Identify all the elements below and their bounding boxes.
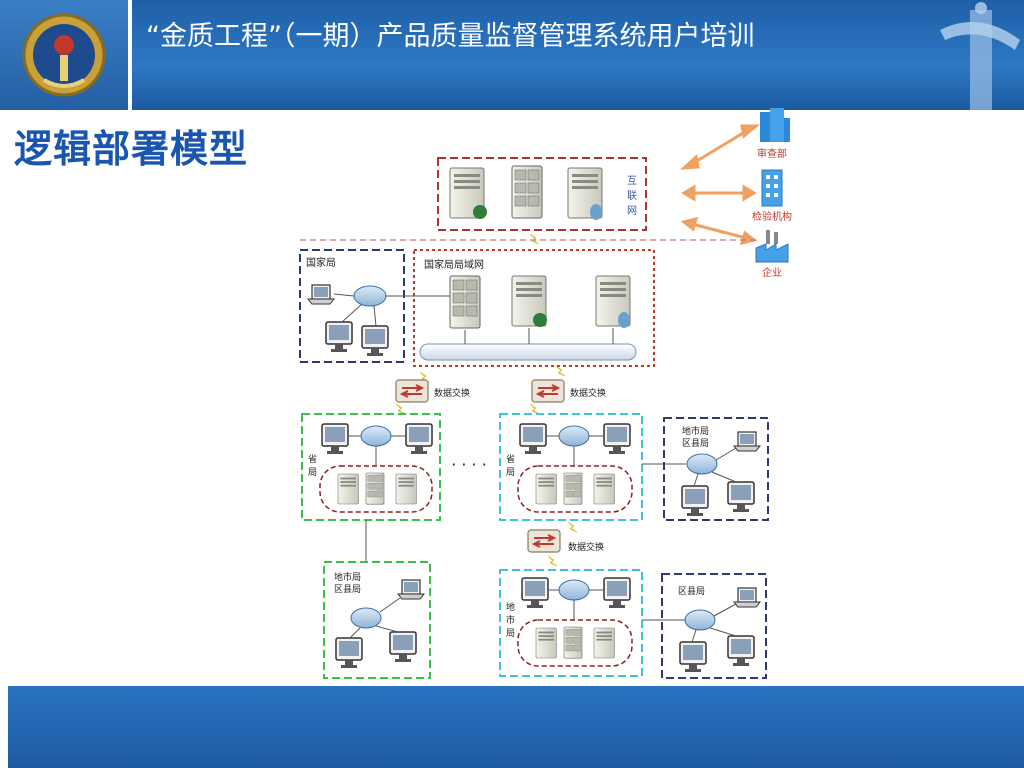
county-bureau-label: 区县局 xyxy=(678,586,705,597)
exchange-switch-lower xyxy=(527,529,561,553)
national-lan-zone xyxy=(413,249,655,367)
internet-server-3 xyxy=(567,167,603,220)
province-zone-right xyxy=(499,413,643,521)
province-right-server-1 xyxy=(535,473,557,505)
arrow-review xyxy=(679,124,761,170)
province-zone-left xyxy=(301,413,441,521)
internet-label-2: 联 xyxy=(627,190,637,202)
internet-label-3: 网 xyxy=(627,205,637,217)
province-right-server-2 xyxy=(563,472,583,505)
city-county-label-top-1: 地市局 xyxy=(682,425,709,437)
inspection-agency-building-icon xyxy=(761,169,783,207)
national-lan-label: 国家局局域网 xyxy=(424,258,484,271)
province-right-monitor-2 xyxy=(603,423,631,455)
province-right-monitor-1 xyxy=(519,423,547,455)
city-bureau-label-3: 局 xyxy=(506,628,515,639)
city-county-top-laptop xyxy=(733,431,761,452)
bolt-lower-2 xyxy=(547,555,558,567)
exchange-label-left: 数据交换 xyxy=(434,387,470,399)
city-county-zone-bottom xyxy=(323,561,431,679)
external-entity-enterprise: 企业 xyxy=(762,266,782,279)
bolt-lower-1 xyxy=(567,521,578,533)
city-bureau-monitor-2 xyxy=(603,577,631,609)
exchange-label-lower: 数据交换 xyxy=(568,541,604,553)
review-dept-building-icon xyxy=(760,108,790,142)
province-label-right-2: 局 xyxy=(506,467,515,478)
slide-heading: 逻辑部署模型 xyxy=(14,127,249,171)
national-monitor-1 xyxy=(325,321,353,353)
national-laptop xyxy=(307,284,335,305)
exchange-switch-right xyxy=(531,379,565,403)
province-right-server-3 xyxy=(593,473,615,505)
slide-title: “金质工程”（一期）产品质量监督管理系统用户培训 xyxy=(146,21,755,52)
exchange-switch-left xyxy=(395,379,429,403)
province-left-server-2 xyxy=(365,472,385,505)
province-left-server-group xyxy=(319,465,433,513)
city-county-label-bottom-1: 地市局 xyxy=(334,571,361,583)
bolt-right-2 xyxy=(529,403,540,415)
province-left-hub xyxy=(360,425,392,447)
internet-label-1: 互 xyxy=(627,175,637,187)
arrow-inspection xyxy=(681,184,757,202)
city-bureau-zone xyxy=(499,569,643,677)
pillar-decoration-icon xyxy=(940,2,1020,110)
ellipsis-dots: · · · · xyxy=(451,455,487,474)
external-entity-inspection: 检验机构 xyxy=(752,210,792,223)
province-left-monitor-2 xyxy=(405,423,433,455)
header-bar: “金质工程”（一期）产品质量监督管理系统用户培训 xyxy=(0,0,1024,110)
lan-bus xyxy=(419,343,637,361)
county-bureau-zone xyxy=(661,573,767,679)
lan-server-2 xyxy=(511,275,547,327)
exchange-label-right: 数据交换 xyxy=(570,387,606,399)
national-bureau-zone xyxy=(299,249,405,363)
enterprise-factory-icon xyxy=(755,230,789,263)
city-bureau-server-1 xyxy=(535,627,557,659)
external-entity-review: 审查部 xyxy=(757,147,787,160)
city-bureau-monitor-1 xyxy=(521,577,549,609)
internet-zone xyxy=(437,157,647,231)
national-bureau-label: 国家局 xyxy=(306,256,336,269)
province-right-server-group xyxy=(517,465,633,513)
county-bureau-monitor-1 xyxy=(679,641,707,673)
lan-server-1 xyxy=(449,275,481,329)
province-label-left-1: 省 xyxy=(308,453,317,465)
city-bureau-hub xyxy=(558,579,590,601)
city-county-bottom-monitor-2 xyxy=(389,631,417,663)
city-county-label-top-2: 区县局 xyxy=(682,438,709,449)
city-county-top-hub xyxy=(686,453,718,475)
city-county-zone-top xyxy=(663,417,769,521)
city-bureau-label-1: 地 xyxy=(506,601,515,613)
province-label-left-2: 局 xyxy=(308,467,317,478)
bolt-right xyxy=(555,365,566,377)
bolt-left-2 xyxy=(395,403,406,415)
city-county-bottom-laptop xyxy=(397,579,425,600)
national-monitor-2 xyxy=(361,325,389,357)
city-county-label-bottom-2: 区县局 xyxy=(334,584,361,595)
city-bureau-server-group xyxy=(517,619,633,667)
county-bureau-hub xyxy=(684,609,716,631)
city-county-top-monitor-2 xyxy=(727,481,755,513)
lan-server-3 xyxy=(595,275,631,328)
province-left-server-3 xyxy=(395,473,417,505)
province-right-hub xyxy=(558,425,590,447)
city-bureau-server-2 xyxy=(563,626,583,659)
county-bureau-laptop xyxy=(733,587,761,608)
province-label-right-1: 省 xyxy=(506,453,515,465)
province-left-monitor-1 xyxy=(321,423,349,455)
city-county-top-monitor-1 xyxy=(681,485,709,517)
footer-bar xyxy=(8,686,1024,768)
link-bolt xyxy=(529,233,540,245)
province-left-server-1 xyxy=(337,473,359,505)
emblem-logo xyxy=(0,0,132,110)
city-bureau-server-3 xyxy=(593,627,615,659)
city-county-bottom-hub xyxy=(350,607,382,629)
city-bureau-label-2: 市 xyxy=(506,614,515,626)
county-bureau-monitor-2 xyxy=(727,635,755,667)
national-hub xyxy=(353,285,387,307)
internet-server-1 xyxy=(449,167,487,219)
internet-server-2 xyxy=(511,165,543,219)
city-county-bottom-monitor-1 xyxy=(335,637,363,669)
